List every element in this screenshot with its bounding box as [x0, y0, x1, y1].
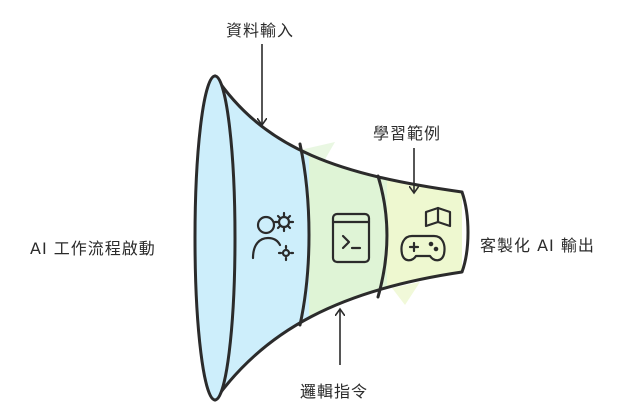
label-learning-examples: 學習範例 [373, 124, 442, 143]
person-gear-icon [251, 211, 295, 262]
divider-2 [376, 174, 389, 299]
label-workflow-start: AI 工作流程啟動 [30, 239, 156, 258]
funnel-outlet [460, 191, 470, 273]
terminal-book-icon [331, 212, 371, 264]
divider-1 [298, 142, 311, 327]
funnel-section-3 [387, 76, 462, 400]
label-data-input: 資料輸入 [226, 21, 295, 40]
label-logic-instructions: 邏輯指令 [300, 382, 369, 401]
gamepad-book-icon [400, 206, 452, 262]
funnel-section-2 [309, 76, 387, 400]
funnel-mouth [193, 74, 237, 402]
label-custom-output: 客製化 AI 輸出 [480, 236, 595, 255]
funnel-outline [213, 74, 464, 402]
